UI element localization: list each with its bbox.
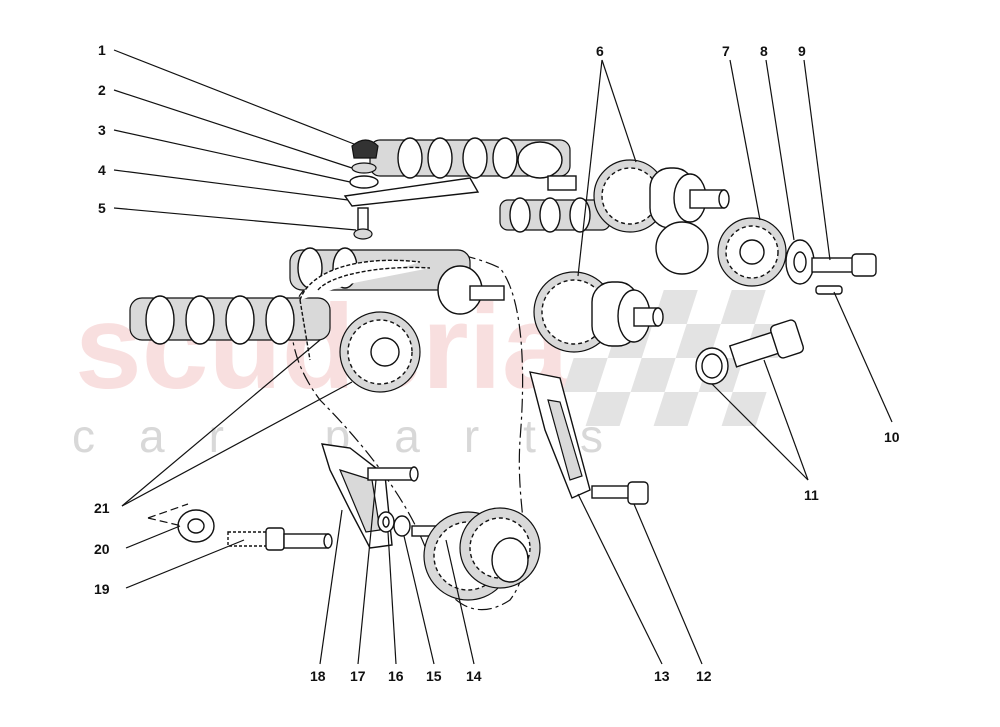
bracket-assembly — [343, 139, 480, 240]
callout-21: 21 — [94, 500, 110, 516]
chain-tensioner-11 — [695, 319, 805, 385]
callout-8: 8 — [760, 43, 768, 59]
callout-4: 4 — [98, 162, 106, 178]
callout-11: 11 — [804, 487, 819, 503]
crank-sprocket-pair — [423, 507, 541, 601]
leader-lines — [113, 49, 893, 665]
callout-numbers: 1 2 3 4 5 6 7 8 9 10 11 12 13 14 15 16 1… — [94, 42, 900, 684]
washer-20 — [177, 509, 215, 543]
callout-9: 9 — [798, 43, 806, 59]
stud-19 — [227, 527, 333, 551]
callout-14: 14 — [466, 668, 482, 684]
washer-15 — [393, 515, 411, 537]
callout-18: 18 — [310, 668, 326, 684]
callout-15: 15 — [426, 668, 442, 684]
callout-13: 13 — [654, 668, 670, 684]
chain-guide-13 — [529, 371, 591, 499]
callout-20: 20 — [94, 541, 110, 557]
washer-16 — [377, 511, 395, 533]
callout-6: 6 — [596, 43, 604, 59]
sprocket-variator-upper — [593, 159, 730, 275]
camshaft-upper-rear — [499, 197, 611, 233]
callout-1: 1 — [98, 42, 106, 58]
sprocket-7 — [717, 217, 787, 287]
callout-5: 5 — [98, 200, 106, 216]
callout-10: 10 — [884, 429, 900, 445]
callout-3: 3 — [98, 122, 106, 138]
sprocket-21 — [339, 311, 421, 393]
bolt-9 — [811, 253, 877, 277]
callout-7: 7 — [722, 43, 730, 59]
washer-8 — [785, 239, 815, 285]
pin-10 — [815, 285, 843, 295]
callout-17: 17 — [350, 668, 366, 684]
camshaft-lower — [129, 295, 331, 345]
callout-2: 2 — [98, 82, 106, 98]
callout-16: 16 — [388, 668, 404, 684]
bolt-12 — [591, 481, 649, 505]
callout-12: 12 — [696, 668, 712, 684]
sprocket-variator-lower — [533, 271, 664, 353]
pin-17 — [367, 466, 419, 482]
callout-19: 19 — [94, 581, 110, 597]
